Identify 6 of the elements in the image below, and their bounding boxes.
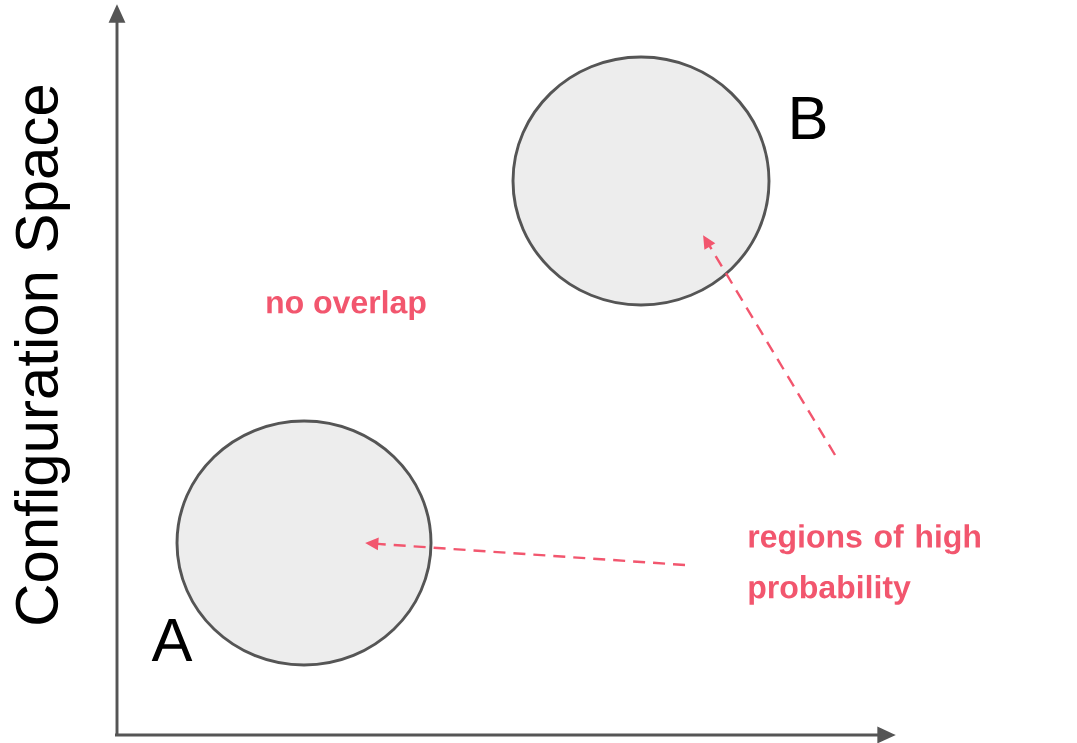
annotation-text: regions of high probability	[749, 524, 980, 605]
axis-label: Configuration Space	[14, 86, 70, 624]
region-label: B	[792, 96, 826, 140]
region-label: A	[151, 618, 193, 662]
annotation-text: no overlap	[267, 290, 426, 320]
region-circle	[511, 55, 771, 307]
